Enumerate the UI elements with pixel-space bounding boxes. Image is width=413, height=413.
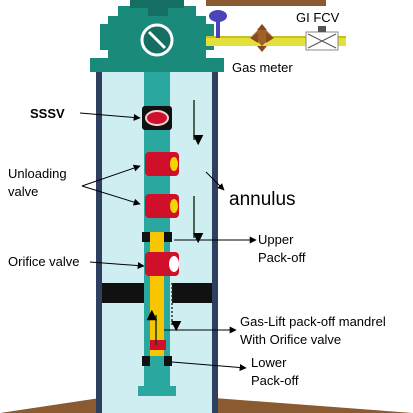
- mandrel-valve: [150, 340, 166, 350]
- lower-packoff-label-line2: Pack-off: [251, 373, 299, 388]
- sssv-label: SSSV: [30, 106, 65, 121]
- valve-icon: [305, 26, 339, 51]
- leader-lines: [79, 112, 257, 371]
- lower-packoff: [142, 356, 172, 366]
- annulus-label: annulus: [229, 189, 296, 210]
- orifice-valve-icon: [145, 252, 179, 276]
- gas-injection-line: [206, 36, 346, 46]
- lower-packoff-label-line1: Lower: [251, 355, 287, 370]
- packer: [102, 283, 212, 303]
- flow-arrows: [146, 100, 204, 345]
- upper-packoff: [142, 232, 172, 242]
- unloading-valve-upper: [145, 152, 179, 176]
- wellhead-icon: [90, 0, 224, 72]
- sssv-icon: [142, 106, 172, 130]
- ground: [0, 398, 413, 413]
- unloading-valve-label-line1: Unloading: [8, 166, 67, 181]
- mandrel-label-line2: With Orifice valve: [240, 332, 341, 347]
- upper-packoff-label-line2: Pack-off: [258, 250, 306, 265]
- unloading-valve-label-line2: valve: [8, 184, 38, 199]
- mandrel-label-line1: Gas-Lift pack-off mandrel: [240, 314, 386, 329]
- orifice-valve-label: Orifice valve: [8, 254, 80, 269]
- unloading-valve-lower: [145, 194, 179, 218]
- flow-line: [206, 0, 326, 6]
- gas-meter-icon: [250, 24, 274, 52]
- gas-meter-label: Gas meter: [232, 60, 293, 75]
- gi-fcv-label: GI FCV: [296, 10, 340, 25]
- gauge-icon: [209, 10, 227, 38]
- upper-packoff-label-line1: Upper: [258, 232, 294, 247]
